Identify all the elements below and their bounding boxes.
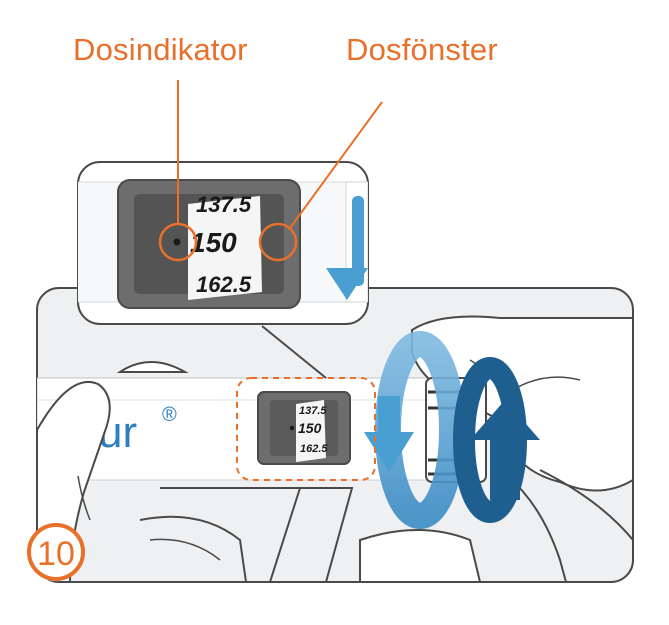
step-badge: 10 [27, 523, 85, 581]
dose-window-pointer [258, 101, 383, 262]
zoom-callout: 137.5 150 162.5 [77, 161, 369, 325]
dose-window-small: 137.5 150 162.5 [257, 391, 351, 465]
dose-window-highlight [236, 377, 376, 481]
dose-indicator-pointer [158, 80, 198, 262]
step-number: 10 [37, 535, 75, 573]
dose-small-below: 162.5 [300, 443, 328, 455]
dose-indicator-label: Dosindikator [73, 32, 248, 67]
dose-large-above: 137.5 [196, 192, 252, 217]
dose-window-label: Dosfönster [346, 32, 498, 67]
dose-indicator-circle-icon [158, 222, 198, 262]
zoom-connector [261, 325, 327, 379]
dose-window-circle-icon [258, 222, 298, 262]
registered-mark: ® [162, 404, 177, 426]
dose-large-below: 162.5 [196, 272, 252, 297]
dose-small-selected: 150 [298, 420, 322, 436]
dose-large-selected: 150 [190, 227, 237, 258]
down-arrow-icon [364, 396, 414, 472]
dose-small-above: 137.5 [299, 405, 327, 417]
